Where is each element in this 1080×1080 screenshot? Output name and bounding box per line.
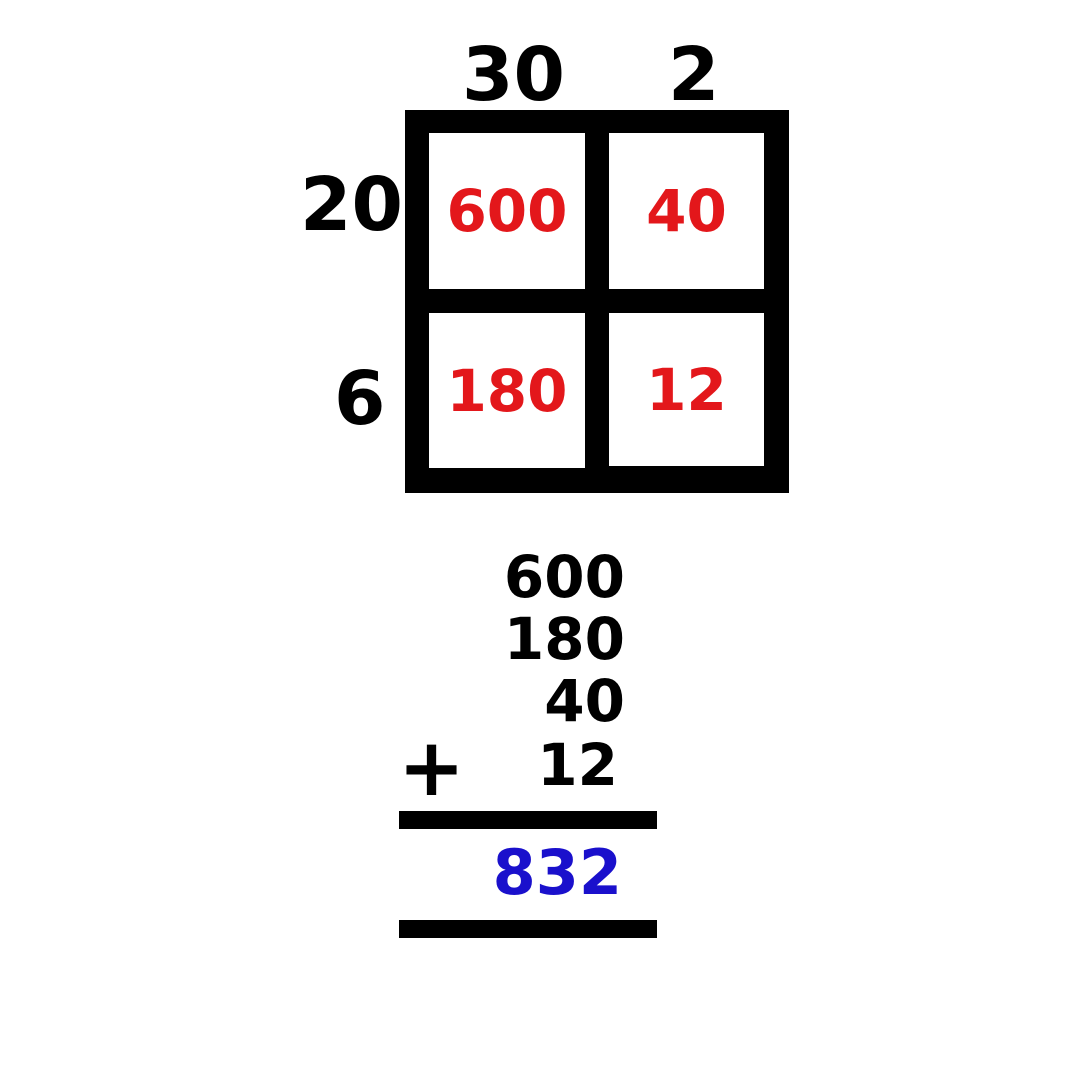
top-factor-tens: 30 xyxy=(462,32,565,118)
product-600: 600 xyxy=(446,177,568,245)
side-factor-tens: 20 xyxy=(300,162,403,248)
cell-row1-col2: 40 xyxy=(609,133,764,289)
sum-rule-top xyxy=(399,811,657,829)
cell-row1-col1: 600 xyxy=(429,133,585,289)
addend-40: 40 xyxy=(544,667,625,735)
cell-row2-col2: 12 xyxy=(609,313,764,466)
cell-row2-col1: 180 xyxy=(429,313,585,468)
side-factor-ones: 6 xyxy=(334,356,386,442)
addend-600: 600 xyxy=(503,543,625,611)
top-factor-ones: 2 xyxy=(668,32,720,118)
addend-180: 180 xyxy=(503,605,625,673)
product-180: 180 xyxy=(446,356,568,425)
sum-total: 832 xyxy=(492,836,622,909)
sum-rule-bottom xyxy=(399,920,657,938)
product-12: 12 xyxy=(646,355,727,424)
product-40: 40 xyxy=(646,177,727,245)
area-model-grid: 600 40 180 12 xyxy=(405,110,789,493)
addend-12: 12 xyxy=(537,731,618,799)
plus-sign: + xyxy=(398,721,466,814)
